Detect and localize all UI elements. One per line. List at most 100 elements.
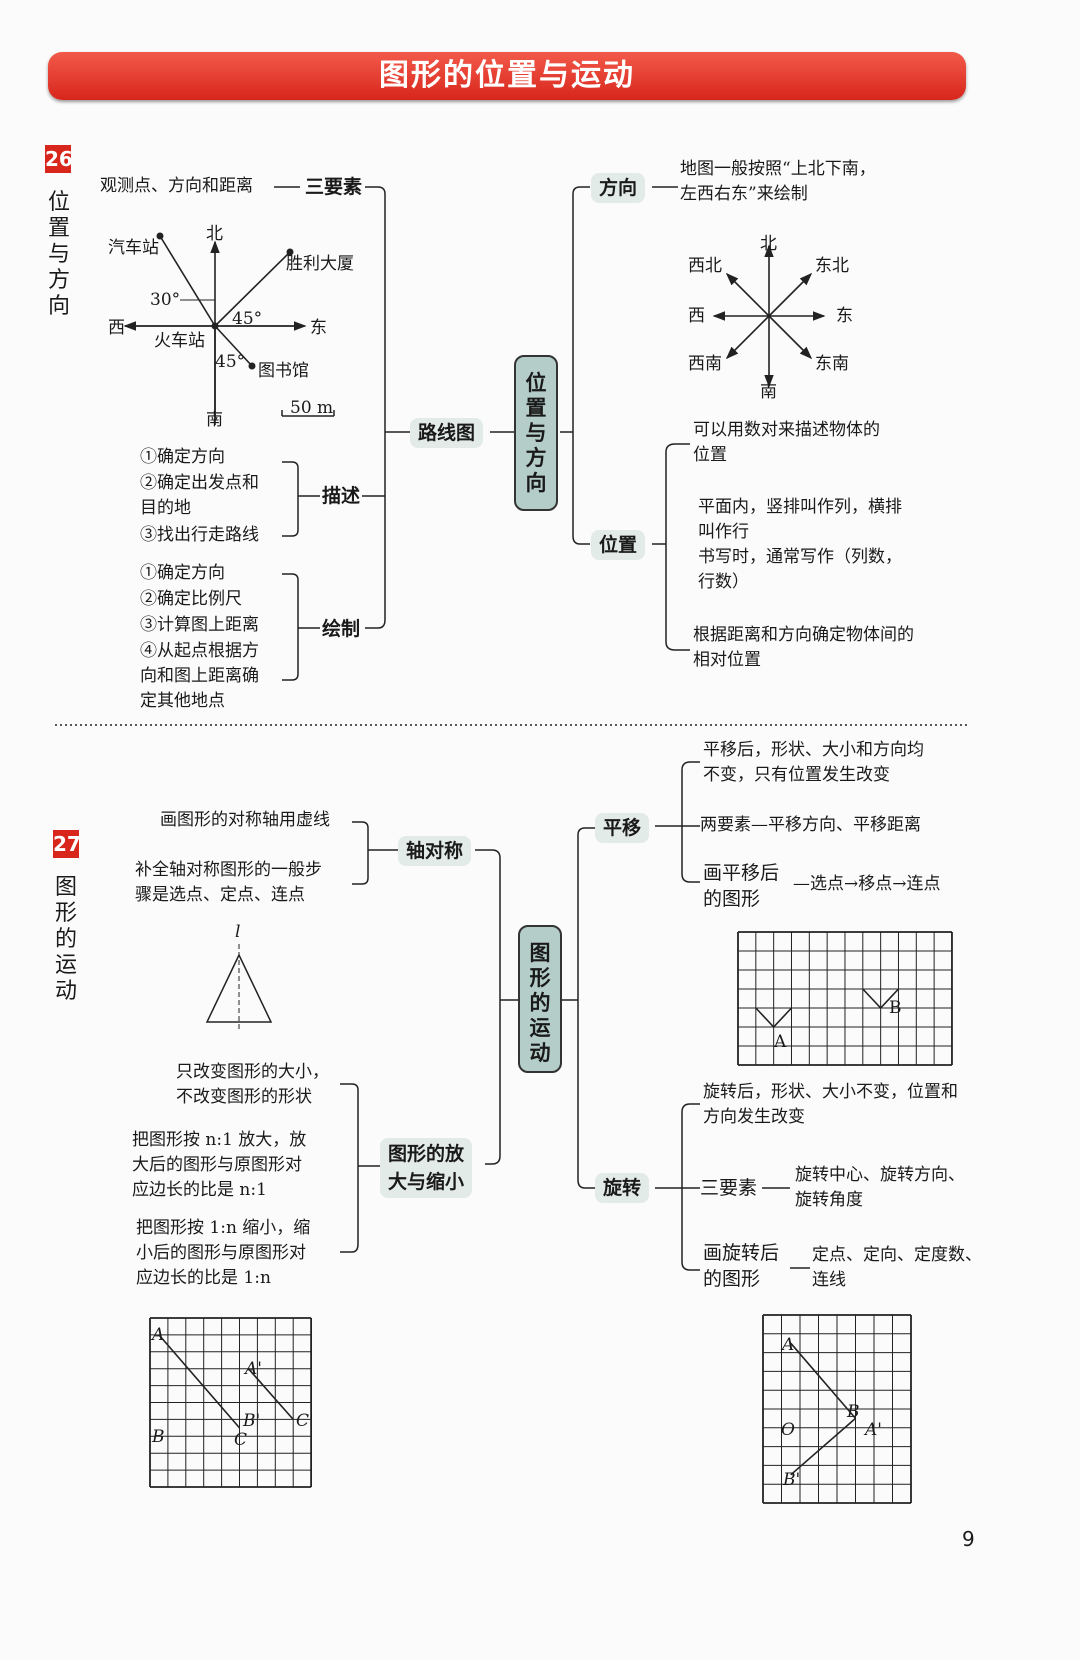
segment-A2C2 bbox=[247, 1368, 294, 1420]
map-west: 西 bbox=[108, 318, 125, 338]
bracket-translate bbox=[681, 761, 700, 883]
draw-step: ③计算图上距离 bbox=[140, 615, 259, 635]
point bbox=[156, 232, 164, 240]
segment-A2B2 bbox=[790, 1417, 857, 1476]
three-elements-label: 三要素 bbox=[305, 176, 363, 198]
grid-label-B2: B' bbox=[243, 1411, 261, 1431]
node-route-map: 路线图 bbox=[410, 418, 484, 448]
describe-label: 描述 bbox=[322, 485, 361, 507]
shape-A bbox=[755, 1007, 793, 1029]
bracket-draw bbox=[282, 573, 299, 681]
translate-draw: 画平移后 的图形 bbox=[703, 862, 780, 910]
bracket-main bbox=[365, 186, 386, 629]
rotate-steps: 定点、定向、定度数、 连线 bbox=[812, 1245, 982, 1290]
segment-AB bbox=[790, 1342, 857, 1419]
node-rotation: 旋转 bbox=[595, 1173, 650, 1203]
axis-label: l bbox=[235, 922, 241, 942]
grid-label-A2: A' bbox=[865, 1420, 882, 1440]
direction-text: 地图一般按照“上北下南， 左西右东”来绘制 bbox=[680, 159, 876, 204]
node-direction: 方向 bbox=[591, 173, 646, 203]
bracket-axis bbox=[352, 821, 369, 885]
rotate-draw: 画旋转后 的图形 bbox=[703, 1242, 780, 1290]
translate-steps: —选点→移点→连点 bbox=[793, 874, 941, 894]
bus-line bbox=[159, 235, 216, 327]
section-badge-27: 27 bbox=[53, 830, 81, 858]
map-angle-45a: 45° bbox=[232, 309, 263, 329]
position-item: 根据距离和方向确定物体间的 相对位置 bbox=[693, 625, 914, 670]
bracket-right bbox=[572, 186, 590, 545]
grid-label-B2: B' bbox=[783, 1470, 801, 1490]
segment-AC bbox=[158, 1334, 241, 1429]
translate-item: 平移后，形状、大小和方向均 不变，只有位置发生改变 bbox=[703, 740, 924, 785]
map-origin: 火车站 bbox=[154, 331, 205, 351]
compass-southeast: 东南 bbox=[815, 354, 849, 374]
compass-arrow bbox=[768, 272, 813, 317]
grid-label-B: B bbox=[152, 1427, 165, 1447]
describe-step: ②确定出发点和 目的地 bbox=[140, 473, 259, 518]
map-library: 图书馆 bbox=[258, 361, 309, 381]
compass-west: 西 bbox=[688, 306, 705, 326]
bracket-scale bbox=[340, 1083, 359, 1253]
translate-item: 两要素—平移方向、平移距离 bbox=[700, 815, 921, 835]
node-position: 位置 bbox=[591, 530, 646, 560]
compass-southwest: 西南 bbox=[688, 354, 722, 374]
axis-item: 画图形的对称轴用虚线 bbox=[160, 810, 330, 830]
compass-arrow bbox=[725, 272, 770, 317]
triangle bbox=[205, 953, 273, 1023]
map-tower: 胜利大厦 bbox=[286, 254, 354, 274]
map-angle-30: 30° bbox=[150, 290, 181, 310]
page-number: 9 bbox=[962, 1527, 975, 1551]
map-north: 北 bbox=[206, 224, 223, 244]
center-node-position: 位置与方向 bbox=[514, 355, 558, 511]
describe-step: ③找出行走路线 bbox=[140, 525, 259, 545]
bracket-right-main bbox=[577, 827, 595, 1189]
grid-label-A2: A' bbox=[245, 1359, 262, 1379]
node-translation: 平移 bbox=[595, 813, 650, 843]
scale-item: 把图形按 1:n 缩小，缩 小后的图形与原图形对 应边长的比是 1:n bbox=[136, 1218, 311, 1288]
library-line bbox=[214, 325, 253, 367]
describe-step: ①确定方向 bbox=[140, 447, 225, 467]
bracket-rotate bbox=[681, 1103, 700, 1271]
compass-south: 南 bbox=[760, 382, 777, 402]
node-axis-symmetry: 轴对称 bbox=[398, 836, 472, 866]
axis-item: 补全轴对称图形的一般步 骤是选点、定点、连点 bbox=[135, 860, 322, 905]
grid-label-O: O bbox=[781, 1420, 795, 1440]
node-scaling: 图形的放 大与缩小 bbox=[380, 1138, 473, 1198]
point bbox=[211, 322, 219, 330]
section-badge-26: 26 bbox=[45, 145, 73, 173]
rotate-three-label: 三要素 bbox=[700, 1177, 758, 1199]
tower-line bbox=[214, 251, 291, 327]
grid-label-A: A bbox=[152, 1325, 165, 1345]
shape-B bbox=[862, 988, 900, 1010]
map-bus-station: 汽车站 bbox=[108, 238, 159, 258]
compass-east: 东 bbox=[836, 306, 853, 326]
grid-label-B: B bbox=[847, 1402, 860, 1422]
grid-label-C: C bbox=[234, 1430, 248, 1450]
section-heading-26: 位置与方向 bbox=[47, 190, 70, 319]
three-elements-text: 观测点、方向和距离 bbox=[100, 176, 253, 196]
bracket-describe bbox=[282, 461, 299, 537]
compass-north: 北 bbox=[760, 234, 777, 254]
draw-label: 绘制 bbox=[322, 618, 361, 640]
map-angle-45b: 45° bbox=[215, 352, 246, 372]
page-title: 图形的位置与运动 bbox=[379, 58, 635, 93]
center-node-motion: 图形的运动 bbox=[518, 925, 562, 1073]
draw-step: ①确定方向 bbox=[140, 563, 225, 583]
scale-item: 只改变图形的大小， 不改变图形的形状 bbox=[176, 1062, 329, 1107]
map-east: 东 bbox=[310, 318, 327, 338]
map-south: 南 bbox=[206, 410, 223, 430]
rotate-item: 旋转后，形状、大小不变，位置和 方向发生改变 bbox=[703, 1082, 958, 1127]
compass-arrow bbox=[725, 315, 770, 360]
map-scale: 50 m bbox=[290, 398, 334, 418]
draw-step: ②确定比例尺 bbox=[140, 589, 242, 609]
grid-label-C2: C' bbox=[296, 1411, 314, 1431]
compass-arrow bbox=[768, 315, 813, 360]
title-bar: 图形的位置与运动 bbox=[48, 52, 966, 100]
point bbox=[248, 362, 256, 370]
point bbox=[286, 248, 294, 256]
grid-label-A: A bbox=[774, 1032, 787, 1052]
position-item: 平面内，竖排叫作列，横排 叫作行 书写时，通常写作（列数， 行数） bbox=[698, 497, 902, 592]
section-heading-27: 图形的运动 bbox=[54, 875, 77, 1004]
compass-northeast: 东北 bbox=[815, 256, 849, 276]
